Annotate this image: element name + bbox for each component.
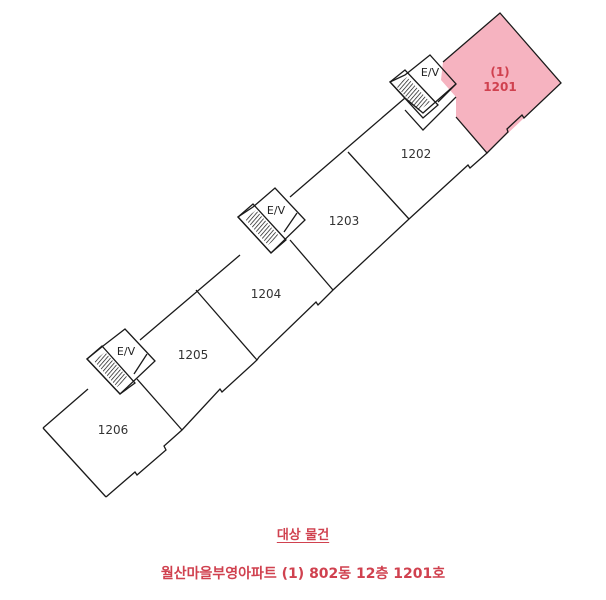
unit-1204-label: 1204 [251,287,282,301]
elevator-core-3: E/V [86,328,156,395]
target-unit-marker: (1) [490,65,509,79]
unit-1203-label: 1203 [329,214,360,228]
unit-1202-label: 1202 [401,147,432,161]
divider-1205-1206 [136,378,183,431]
ev-label: E/V [421,66,440,79]
elevator-core-1: E/V [388,54,457,131]
target-unit-number: 1201 [483,80,516,94]
ev-label: E/V [267,204,286,217]
divider-1204-1205 [195,289,258,361]
divider-1202-1203 [347,151,410,220]
divider-1203-1204 [289,239,334,291]
unit-1201-target[interactable]: (1) 1201 [441,12,562,154]
caption-title-text: 대상 물건 [276,528,330,543]
unit-1206-outline [42,427,107,498]
unit-1205-label: 1205 [178,348,209,362]
back-wall [42,388,89,429]
back-wall-3 [289,97,406,198]
unit-1206-label: 1206 [98,423,129,437]
floor-plan: (1) 1201 E/V E/V E/V 1202 1203 12 [42,12,562,498]
ev-label: E/V [117,345,136,358]
front-wall [105,152,488,498]
caption-subtitle: 월산마을부영아파트 (1) 802동 12층 1201호 [160,566,446,582]
caption-title: 대상 물건 [0,524,606,543]
back-wall-2 [139,254,241,341]
elevator-core-2: E/V [237,187,306,254]
